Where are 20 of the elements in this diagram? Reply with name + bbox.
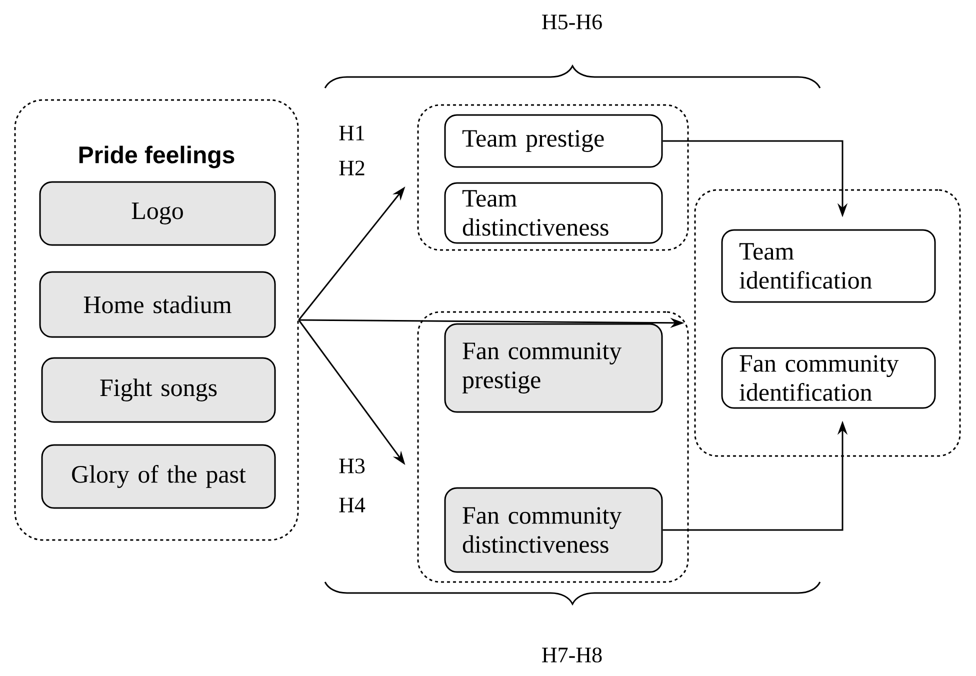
factor-box: Home stadium	[39, 271, 276, 338]
factor-box: Fan community identification	[721, 347, 936, 409]
hypothesis-label: H5-H6	[542, 14, 602, 30]
hypothesis-label: H1	[339, 126, 364, 140]
factor-box: Logo	[39, 181, 276, 246]
dashed-group	[417, 311, 689, 583]
factor-box: Team distinctiveness	[444, 182, 663, 244]
hypothesis-label: H2	[339, 160, 364, 176]
factor-box: Fan community prestige	[444, 323, 663, 413]
hypothesis-label: H3	[339, 458, 365, 474]
factor-box: Fan community distinctiveness	[444, 487, 663, 573]
hypothesis-label: H7-H8	[542, 648, 602, 662]
hypothesis-label: H4	[339, 498, 366, 512]
dashed-group	[417, 104, 689, 251]
factor-box: Fight songs	[41, 357, 276, 423]
group-heading: Pride feelings	[79, 146, 234, 168]
dashed-group	[694, 189, 961, 457]
factor-box: Team identification	[721, 229, 936, 303]
factor-box: Team prestige	[444, 114, 663, 168]
factor-box: Glory of the past	[41, 444, 276, 509]
